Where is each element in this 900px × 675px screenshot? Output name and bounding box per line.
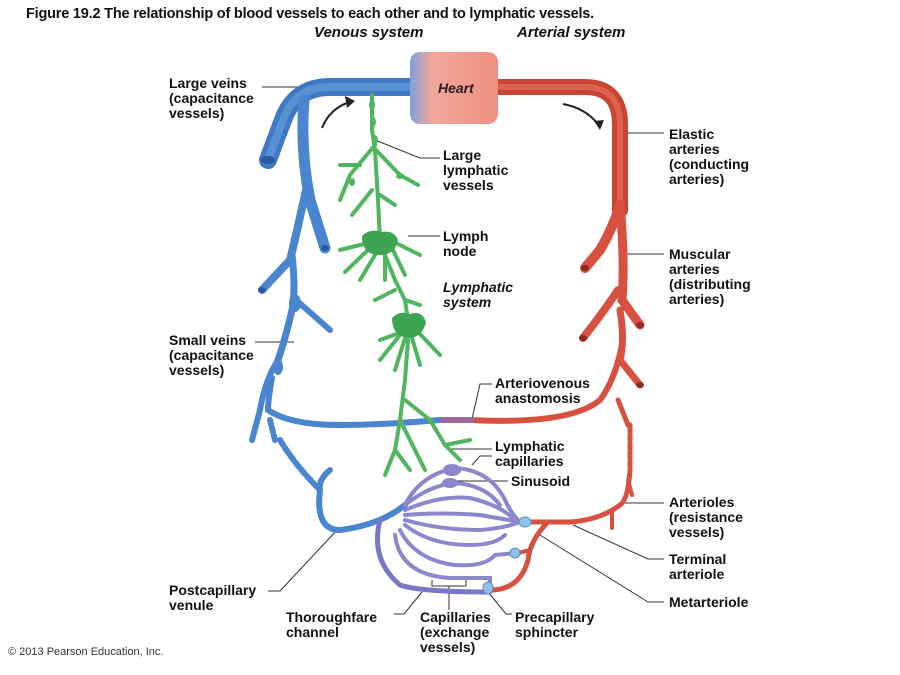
venous-system-heading: Venous system xyxy=(314,24,424,41)
leader-lymphatic-capillaries-2 xyxy=(471,455,492,466)
leader-av-anastomosis xyxy=(471,383,492,420)
metarteriole xyxy=(487,519,551,593)
arterial-arrowhead-icon xyxy=(594,120,604,130)
vein-to-anastomosis xyxy=(264,375,443,429)
label-large-lymphatic-vessels: Large lymphatic vessels xyxy=(443,147,509,193)
heart-chamber xyxy=(410,52,498,124)
muscular-artery-branch xyxy=(580,200,625,273)
large-vein-lumen xyxy=(261,156,275,164)
vein-branch-2 xyxy=(258,186,310,294)
leader-metarteriole xyxy=(539,534,664,603)
leader-lines xyxy=(255,86,664,615)
sphincter-1 xyxy=(518,516,532,528)
label-capillaries: Capillaries (exchange vessels) xyxy=(420,609,491,655)
sphincter-2 xyxy=(509,547,521,559)
label-sinusoid: Sinusoid xyxy=(511,473,571,489)
elastic-artery xyxy=(490,79,628,218)
copyright-notice: © 2013 Pearson Education, Inc. xyxy=(8,646,164,658)
lymph-node-1 xyxy=(362,230,398,255)
capillaries-bracket xyxy=(431,580,467,587)
label-precapillary-sphincter: Precapillary sphincter xyxy=(515,609,595,640)
venous-arrowhead-icon xyxy=(345,96,355,108)
muscular-artery xyxy=(615,200,645,330)
label-metarteriole: Metarteriole xyxy=(669,594,749,610)
leader-thoroughfare-channel xyxy=(394,591,423,615)
vein-branch-1 xyxy=(297,94,331,254)
venous-flow-arrow-icon xyxy=(321,101,351,129)
vein-dashed xyxy=(277,437,323,493)
leader-postcapillary-venule xyxy=(268,529,338,592)
label-lymph-node: Lymph node xyxy=(443,228,489,259)
label-muscular-arteries: Muscular arteries (distributing arteries… xyxy=(669,246,751,307)
lymph-node-2 xyxy=(392,312,426,338)
label-lymphatic-system: Lymphatic system xyxy=(443,279,514,310)
arterial-system-heading: Arterial system xyxy=(517,24,626,41)
label-lymphatic-capillaries: Lymphatic capillaries xyxy=(495,438,565,469)
label-terminal-arteriole: Terminal arteriole xyxy=(669,551,727,582)
leader-large-lymphatic xyxy=(374,139,440,159)
large-vein xyxy=(259,78,421,169)
label-arterioles: Arterioles (resistance vessels) xyxy=(669,494,743,540)
arterial-flow-arrow-icon xyxy=(562,103,599,125)
venous-vessels xyxy=(249,78,443,534)
label-large-veins: Large veins (capacitance vessels) xyxy=(169,75,254,121)
label-elastic-arteries: Elastic arteries (conducting arteries) xyxy=(669,126,750,187)
leader-terminal-arteriole xyxy=(572,524,664,560)
figure-title: Figure 19.2 The relationship of blood ve… xyxy=(26,6,594,22)
label-arteriovenous-anastomosis: Arteriovenous anastomosis xyxy=(495,375,590,406)
label-thoroughfare-channel: Thoroughfare channel xyxy=(286,609,377,640)
thoroughfare-channel xyxy=(375,517,493,595)
lymph-nodes xyxy=(362,230,426,338)
leader-precapillary-sphincter xyxy=(487,591,512,615)
capillary xyxy=(403,465,522,524)
lymph-vessel-nodules xyxy=(349,100,404,186)
sphincter-3 xyxy=(482,581,494,595)
arteriovenous-anastomosis xyxy=(467,342,625,424)
capillary-bed xyxy=(375,464,522,595)
label-small-veins: Small veins (capacitance vessels) xyxy=(169,332,254,378)
heart-label: Heart xyxy=(438,80,474,96)
large-lymphatic-vessel xyxy=(370,93,382,242)
label-postcapillary-venule: Postcapillary venule xyxy=(169,582,257,613)
precapillary-sphincters xyxy=(482,516,532,595)
postcapillary-venule xyxy=(316,487,408,534)
